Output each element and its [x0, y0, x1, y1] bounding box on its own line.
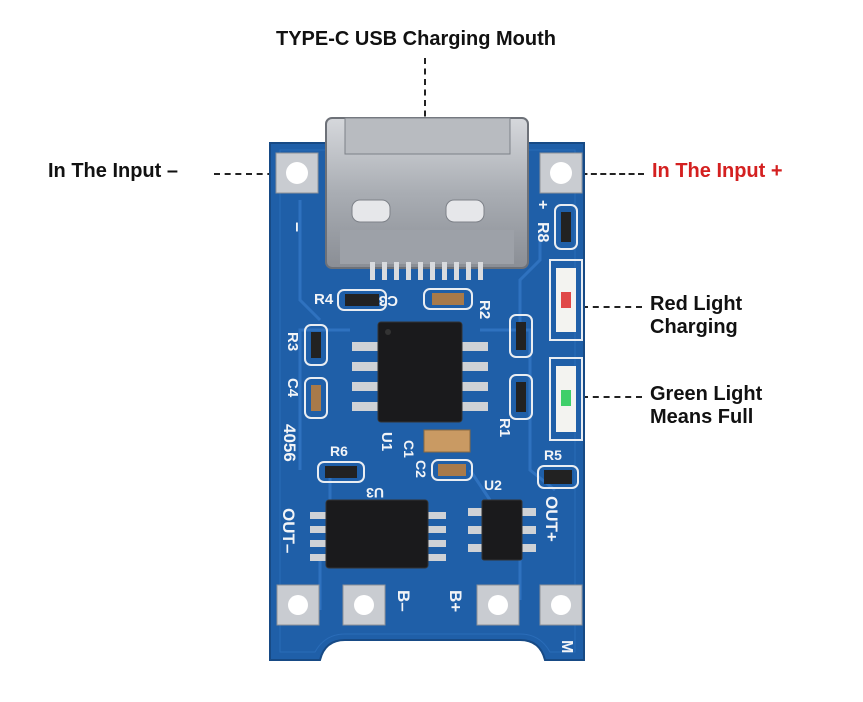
- led-green: [549, 357, 583, 441]
- resistor-r1: [509, 374, 533, 420]
- input-minus-leader: [214, 173, 284, 175]
- silk-b-plus: B+: [446, 590, 465, 612]
- green-light-label-line1: Green Light: [650, 383, 763, 405]
- silk-u3: U3: [366, 485, 384, 501]
- resistor-r5: [537, 465, 579, 489]
- led-red: [549, 259, 583, 341]
- pad-out-minus: [276, 584, 320, 626]
- silk-r3: R3: [284, 332, 301, 351]
- silk-r2: R2: [476, 300, 493, 319]
- green-light-label-line2: Means Full: [650, 406, 754, 428]
- pad-out-plus: [539, 584, 583, 626]
- resistor-r8: [554, 204, 578, 250]
- capacitor-c4: [304, 377, 328, 419]
- silk-r8: R8: [534, 222, 551, 243]
- input-plus-leader: [572, 173, 644, 175]
- silk-c3: C3: [379, 292, 398, 309]
- silk-out-plus: OUT+: [542, 496, 561, 542]
- input-plus-label: In The Input +: [652, 160, 783, 182]
- resistor-r6: [317, 461, 365, 483]
- red-light-label-line2: Charging: [650, 316, 738, 338]
- silk-r6: R6: [330, 443, 348, 459]
- red-light-leader: [582, 306, 642, 308]
- chip-u2: [468, 499, 536, 561]
- green-light-label: Green Light Means Full: [650, 383, 762, 429]
- resistor-r2: [509, 314, 533, 358]
- red-light-label: Red Light Charging: [650, 293, 742, 339]
- silk-r4: R4: [314, 291, 334, 308]
- silk-m: M: [558, 640, 575, 653]
- usb-c-connector: [325, 117, 529, 280]
- silk-b-minus: B–: [394, 590, 413, 612]
- silk-model-4056: 4056: [280, 424, 299, 462]
- silk-u2: U2: [484, 477, 502, 493]
- pad-input-plus: [539, 152, 583, 194]
- silk-minus-left: –: [288, 222, 308, 232]
- silk-out-minus: OUT–: [279, 508, 298, 553]
- silk-r1: R1: [496, 418, 513, 437]
- chip-u3: [310, 499, 446, 569]
- green-light-leader: [582, 396, 642, 398]
- pad-input-minus: [275, 152, 319, 194]
- silk-u1: U1: [378, 432, 395, 451]
- silk-c4: C4: [284, 378, 301, 398]
- usb-port-label: TYPE-C USB Charging Mouth: [276, 28, 556, 50]
- resistor-r3: [304, 324, 328, 366]
- silk-c2: C2: [413, 460, 429, 478]
- pad-b-minus: [342, 584, 386, 626]
- chip-u1: [352, 321, 488, 423]
- capacitor-c1: [423, 429, 471, 453]
- capacitor-c2: [431, 459, 473, 481]
- resistor-r4: [337, 289, 387, 311]
- input-minus-label: In The Input –: [48, 160, 178, 182]
- pad-b-plus: [476, 584, 520, 626]
- pcb-traces: [298, 200, 556, 610]
- red-light-label-line1: Red Light: [650, 293, 743, 315]
- capacitor-c3: [423, 288, 473, 310]
- usb-port-leader: [424, 58, 426, 148]
- silk-r5: R5: [544, 447, 562, 463]
- silk-plus-right: +: [534, 200, 551, 209]
- silk-c1: C1: [401, 440, 417, 458]
